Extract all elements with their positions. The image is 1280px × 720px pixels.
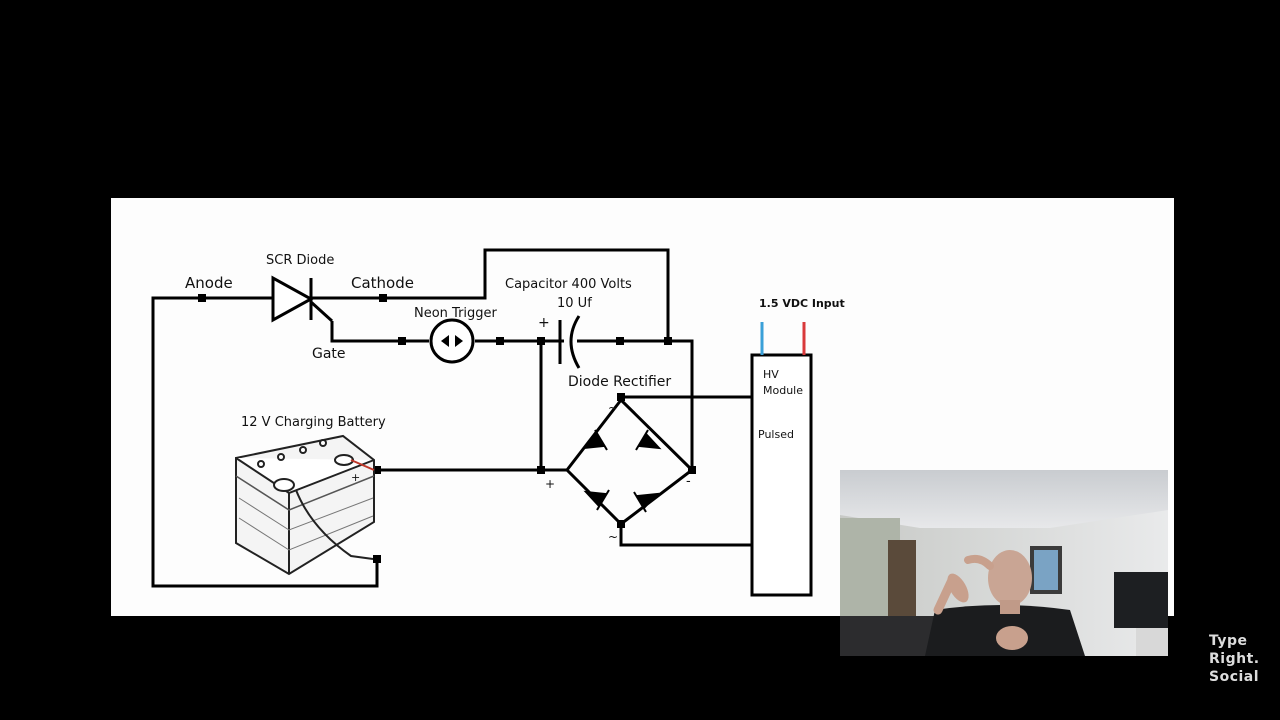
circuit-diagram: SCR Diode Anode Cathode Gate Neon Trigge… <box>151 248 845 597</box>
label-capacitance: 10 Uf <box>557 296 592 311</box>
label-input: 1.5 VDC Input <box>759 297 845 310</box>
wire-bridge-top-hv <box>619 395 751 400</box>
watermark-line-3: Social <box>1209 669 1260 685</box>
battery-drawing <box>235 434 375 576</box>
label-ac-bottom: ~ <box>608 530 618 544</box>
neon-trigger-symbol <box>429 318 475 364</box>
watermark-line-2: Right. <box>1209 651 1260 667</box>
label-gate: Gate <box>312 346 346 362</box>
label-neon-trigger: Neon Trigger <box>414 306 498 321</box>
presenter-video-frame <box>840 470 1168 656</box>
bridge-rectifier-outline <box>565 397 695 526</box>
label-ac-top: ~ <box>608 401 618 415</box>
webcam-overlay <box>840 470 1168 656</box>
battery-red-lead <box>350 459 375 471</box>
label-plus-bridge: + <box>545 477 555 491</box>
junction-nodes <box>198 294 696 563</box>
label-scr-diode: SCR Diode <box>266 253 334 268</box>
label-plus-capacitor: + <box>538 315 550 331</box>
wire-gate <box>330 321 429 343</box>
wire-cap-right <box>577 339 694 470</box>
wire-cathode-top <box>311 248 670 341</box>
label-battery: 12 V Charging Battery <box>241 415 386 430</box>
label-cathode: Cathode <box>351 274 414 292</box>
label-capacitor: Capacitor 400 Volts <box>505 277 632 292</box>
watermark-line-1: Type <box>1209 633 1248 649</box>
watermark-logo: Type Right. Social <box>1209 632 1260 686</box>
wire-left-loop <box>151 296 379 588</box>
label-minus-bridge: - <box>686 474 691 489</box>
wire-bridge-bottom-hv <box>619 524 751 547</box>
hv-module-box <box>750 353 813 597</box>
scr-diode-symbol <box>271 275 334 323</box>
label-battery-plus: + <box>351 471 360 484</box>
label-pulsed: Pulsed <box>758 428 794 441</box>
capacitor-symbol <box>558 315 581 369</box>
label-hv: HV <box>763 368 779 381</box>
label-anode: Anode <box>185 274 233 292</box>
bridge-diodes <box>581 429 662 513</box>
diagram-slide: SCR Diode Anode Cathode Gate Neon Trigge… <box>111 198 1174 616</box>
label-module: Module <box>763 384 803 397</box>
label-diode-rectifier: Diode Rectifier <box>568 374 671 390</box>
